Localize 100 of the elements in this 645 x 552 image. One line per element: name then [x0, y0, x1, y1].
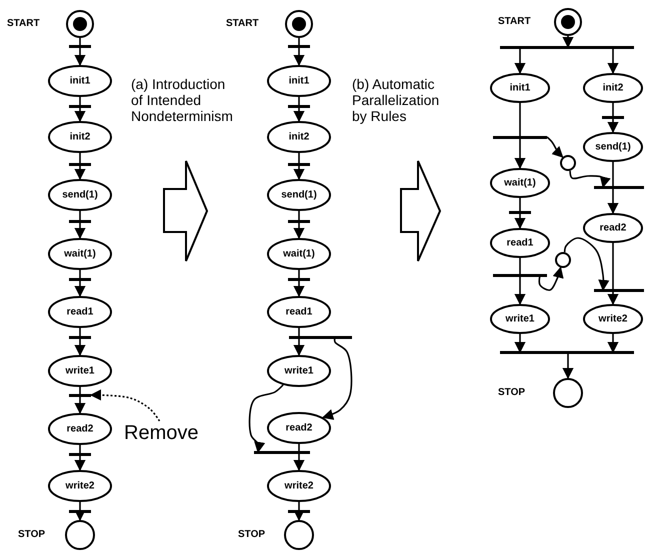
place-ellipse — [267, 238, 331, 270]
place-ellipse — [48, 413, 112, 445]
place-circle — [66, 10, 94, 38]
place-ellipse — [48, 355, 112, 387]
place-ellipse — [267, 179, 331, 211]
arrow — [564, 237, 610, 292]
arrow — [74, 221, 86, 240]
transition-bar — [69, 278, 91, 280]
place-label: write2 — [64, 480, 96, 492]
state-label: STOP — [238, 529, 266, 540]
connector-line — [519, 258, 521, 275]
state-label: START — [7, 18, 40, 29]
state-label: STOP — [498, 387, 526, 398]
place-label: write2 — [284, 480, 314, 492]
place-ellipse — [490, 228, 550, 258]
connector-line — [79, 270, 81, 279]
connector-line — [79, 97, 81, 106]
place-label: init2 — [288, 132, 310, 142]
transition-bar — [69, 44, 91, 48]
place-ellipse — [583, 304, 643, 334]
transition-bar — [493, 274, 547, 276]
transition-bar — [69, 104, 91, 108]
place-ellipse — [48, 238, 112, 270]
arrow — [607, 334, 619, 354]
place-label: send(1) — [594, 142, 632, 152]
transition-bar — [594, 288, 644, 292]
arrow — [74, 454, 86, 472]
arrow — [322, 336, 352, 420]
place-ellipse — [583, 73, 643, 103]
arrow — [293, 164, 305, 180]
arrow — [562, 352, 574, 380]
place-label: read2 — [598, 222, 628, 234]
arrow — [607, 47, 619, 74]
place-circle — [555, 252, 571, 268]
connector-line — [79, 502, 81, 511]
place-label: wait(1) — [63, 248, 97, 260]
arrow — [293, 452, 305, 472]
arrow — [607, 187, 619, 214]
place-label: read1 — [284, 306, 314, 318]
connector-line — [79, 38, 81, 46]
state-label: STOP — [18, 529, 46, 540]
transition-bar — [288, 510, 310, 512]
transition-bar — [69, 452, 91, 456]
place-circle — [65, 520, 95, 550]
place-label: init1 — [508, 82, 532, 94]
connector-line — [298, 502, 300, 511]
connector-line — [79, 445, 81, 454]
arrow — [248, 384, 284, 454]
place-circle — [553, 378, 583, 408]
place-label: init2 — [68, 132, 92, 142]
caption-text: (b) Automatic Parallelization by Rules — [352, 76, 440, 124]
transition-bar — [69, 220, 91, 222]
arrow — [74, 164, 86, 180]
place-label: write1 — [284, 366, 314, 376]
arrow — [607, 117, 619, 134]
place-ellipse — [48, 121, 112, 153]
place-ellipse — [48, 65, 112, 97]
arrow — [569, 170, 611, 188]
place-ellipse — [48, 296, 112, 328]
connector-line — [612, 243, 614, 290]
connector-line — [519, 198, 521, 212]
place-ellipse — [267, 355, 331, 387]
place-label: read1 — [506, 238, 534, 248]
connector-line — [298, 444, 300, 452]
place-ellipse — [490, 168, 550, 198]
arrow — [293, 46, 305, 66]
connector-line — [519, 103, 521, 137]
state-label: START — [226, 18, 259, 29]
arrow — [74, 395, 86, 414]
connector-line — [298, 328, 300, 337]
connector-line — [298, 153, 300, 164]
place-label: write1 — [64, 366, 96, 376]
arrow — [514, 275, 526, 306]
arrow — [562, 36, 574, 48]
connector-line — [79, 153, 81, 164]
state-label: START — [498, 16, 531, 27]
place-ellipse — [490, 73, 550, 103]
arrow — [514, 47, 526, 74]
transition-bar — [594, 186, 644, 188]
connector-line — [79, 328, 81, 337]
transition-bar — [288, 44, 310, 48]
place-label: write1 — [504, 314, 536, 324]
place-label: wait(1) — [282, 248, 316, 260]
connector-line — [79, 387, 81, 395]
transition-bar — [288, 278, 310, 280]
arrow — [607, 290, 619, 306]
place-label: init2 — [602, 82, 624, 94]
place-label: send(1) — [280, 190, 318, 200]
place-label: read2 — [284, 422, 314, 434]
transition-bar — [288, 104, 310, 108]
connector-line — [612, 103, 614, 117]
connector-line — [298, 270, 300, 279]
transition-bar — [288, 220, 310, 222]
transition-bar — [69, 162, 91, 166]
transition-bar — [509, 210, 531, 214]
transition-bar — [500, 350, 634, 354]
connector-line — [298, 97, 300, 106]
leader-line — [90, 389, 160, 422]
arrow — [74, 46, 86, 66]
arrow — [514, 137, 526, 170]
